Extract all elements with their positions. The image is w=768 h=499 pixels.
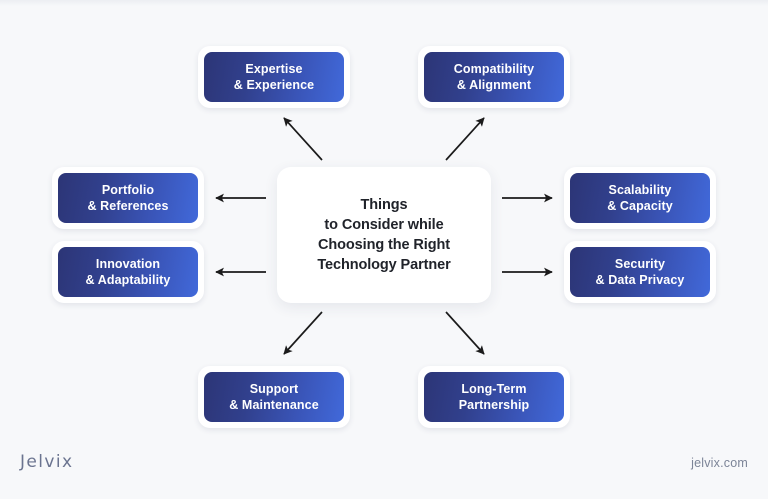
- node-long-term-partnership[interactable]: Long-Term Partnership: [418, 366, 570, 428]
- node-expertise-surface: Expertise & Experience: [204, 52, 344, 102]
- node-security-label: Security & Data Privacy: [595, 257, 685, 287]
- node-security-surface: Security & Data Privacy: [570, 247, 710, 297]
- arrow-to-longterm: [445, 311, 485, 355]
- jelvix-website: jelvix.com: [691, 456, 748, 470]
- top-edge-strip: [0, 0, 768, 6]
- node-security[interactable]: Security & Data Privacy: [564, 241, 716, 303]
- node-innovation-surface: Innovation & Adaptability: [58, 247, 198, 297]
- node-long-term-partnership-surface: Long-Term Partnership: [424, 372, 564, 422]
- arrow-to-expertise: [283, 117, 323, 161]
- node-long-term-partnership-label: Long-Term Partnership: [458, 382, 530, 412]
- arrow-to-support: [283, 311, 323, 355]
- node-compatibility[interactable]: Compatibility & Alignment: [418, 46, 570, 108]
- node-expertise[interactable]: Expertise & Experience: [198, 46, 350, 108]
- node-support-label: Support & Maintenance: [229, 382, 319, 412]
- node-expertise-label: Expertise & Experience: [233, 62, 315, 92]
- node-portfolio-label: Portfolio & References: [87, 183, 169, 213]
- node-scalability[interactable]: Scalability & Capacity: [564, 167, 716, 229]
- node-portfolio-surface: Portfolio & References: [58, 173, 198, 223]
- arrow-to-compatibility: [445, 117, 485, 161]
- node-compatibility-label: Compatibility & Alignment: [453, 62, 535, 92]
- center-topic-card: Things to Consider while Choosing the Ri…: [277, 167, 491, 303]
- node-innovation-label: Innovation & Adaptability: [85, 257, 171, 287]
- node-compatibility-surface: Compatibility & Alignment: [424, 52, 564, 102]
- node-portfolio[interactable]: Portfolio & References: [52, 167, 204, 229]
- node-support[interactable]: Support & Maintenance: [198, 366, 350, 428]
- jelvix-logo: Jelvix: [20, 452, 74, 472]
- center-title: Things to Consider while Choosing the Ri…: [317, 197, 451, 273]
- node-scalability-surface: Scalability & Capacity: [570, 173, 710, 223]
- node-innovation[interactable]: Innovation & Adaptability: [52, 241, 204, 303]
- node-support-surface: Support & Maintenance: [204, 372, 344, 422]
- node-scalability-label: Scalability & Capacity: [607, 183, 673, 213]
